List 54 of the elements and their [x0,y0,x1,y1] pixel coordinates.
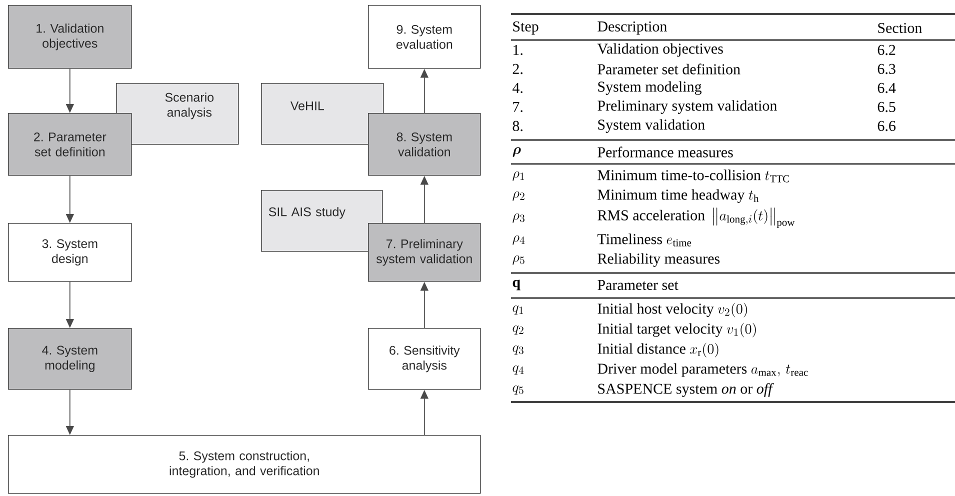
table-cell: $\mbox{Initial distance } x_{\mathrm{r}}(0)$ [598,342,718,358]
table-cell: $\rho_5$ [512,255,524,265]
table-cell: System validation [598,119,705,133]
table-cell: $q_1$ [512,305,524,314]
table-cell: $q_2$ [512,325,524,334]
table-cell: SASPENCE system on or off [598,383,774,397]
table-cell: $\mathbf{q}$ [512,280,520,290]
table-cell: Validation objectives [597,43,723,57]
table-cell: $\rho_1$ [512,171,524,181]
table-cell: 7. [513,102,522,112]
table-cell: 6.3 [878,64,896,74]
step-box: 8. System validation [368,113,481,176]
table-cell: Parameter set definition [598,64,740,74]
step-box: 7. Preliminary system validation [368,223,481,282]
step-box: 9. System evaluation [368,5,481,69]
table-cell: $q_5$ [512,385,524,394]
step-box: 4. System modeling [8,328,132,390]
table-cell: Preliminary system validation [598,100,777,114]
method-box: VeHIL [261,83,384,145]
step-box: 5. System construction, integration, and verification [8,435,481,494]
table-cell: $\mbox{Initial target velocity } v_1(0)$ [598,322,756,338]
method-box: Scenario analysis [116,83,239,145]
table-cell: $\rho_4$ [512,235,525,245]
step-box: 3. System design [8,223,132,282]
table-cell: 6.6 [878,120,896,132]
table-cell: $\mbox{Minimum time-to-collision } t_{\mathrm{TTC}}$ [598,170,790,182]
table-cell: $\boldsymbol{\rho}$ [512,147,521,157]
table-cell: Reliability measures [598,253,720,267]
step-box: 2. Parameter set definition [8,113,132,176]
table-cell: Parameter set [598,280,678,290]
table-cell: $\rho_3$ [512,213,524,223]
table-cell: 6.5 [878,102,896,112]
table-cell: $\mbox{Driver model parameters } a_{\max},\, t_{\mathrm{reac}}$ [598,363,808,377]
table-cell: $\rho_2$ [512,191,524,201]
table-cell: Section [878,22,922,34]
table-cell: 2. [512,64,522,74]
table-cell: 6.4 [878,82,896,94]
table-cell: 6.2 [878,44,896,56]
table-cell: $\mbox{RMS acceleration } \left\|a_{\mathrm{long},i}(t)\right\|_{\mathrm{pow}}$ [598,208,795,228]
table-cell: $\mbox{Initial host velocity } v_2(0)$ [598,302,747,318]
table-cell: 4. [512,82,522,94]
table-cell: 1. [514,44,522,56]
table-cell: Step [513,21,538,35]
table-cell: System modeling [598,81,702,95]
step-box: 1. Validation objectives [8,5,132,69]
method-box: SIL AIS study [261,190,383,252]
table-cell: $q_4$ [512,365,524,374]
table-cell: $\mbox{Minimum time headway } t_{\mathrm{h}}$ [598,189,759,203]
table-cell: 8. [512,120,522,132]
table-cell: Description [598,21,667,35]
step-box: 6. Sensitivity analysis [368,328,481,390]
table-cell: $\mbox{Timeliness } e_{\mathrm{time}}$ [597,234,692,246]
table-cell: Performance measures [598,146,733,158]
table-cell: $q_3$ [512,345,524,354]
